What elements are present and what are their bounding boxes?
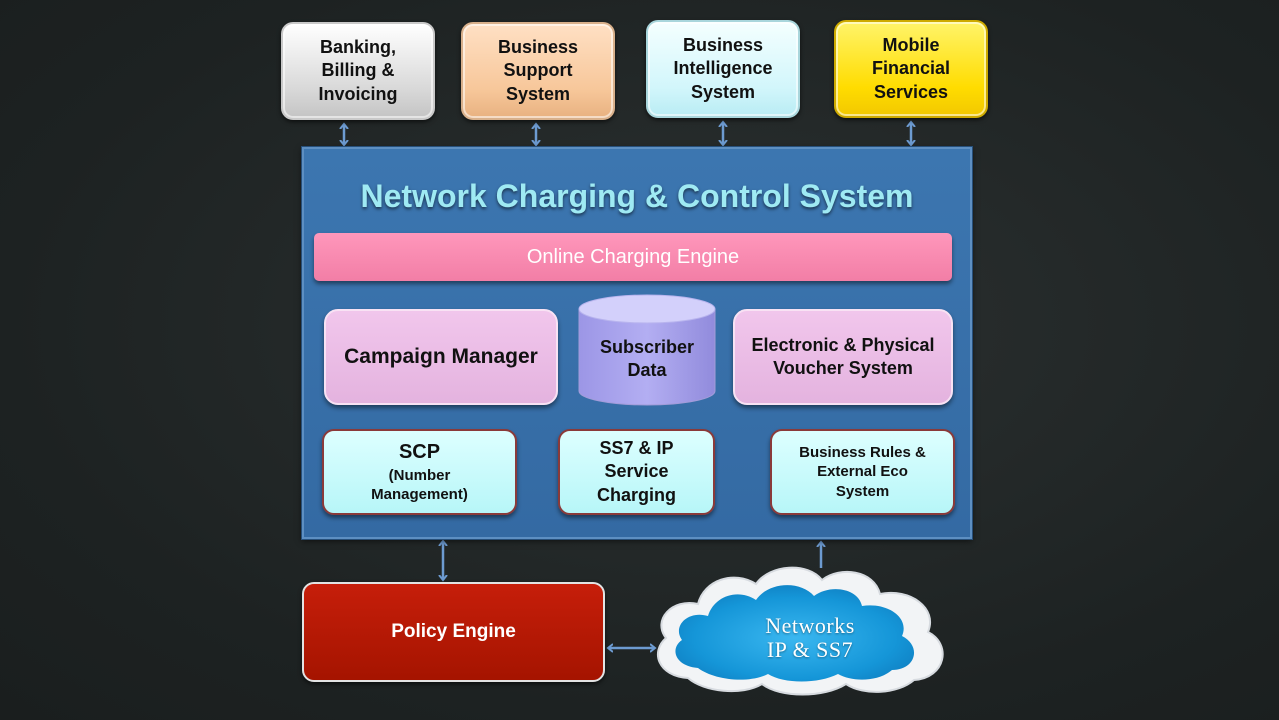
voucher-system-box: Electronic & Physical Voucher System: [733, 309, 953, 405]
ncc-system-title: Network Charging & Control System: [360, 178, 914, 214]
scp-subtitle: (Number Management): [371, 466, 468, 503]
subscriber-data-text-wrap: Subscriber Data: [576, 322, 718, 396]
mobile-financial-box: Mobile Financial Services: [834, 20, 988, 118]
voucher-system-label: Electronic & Physical Voucher System: [751, 334, 935, 378]
subscriber-data-label: Subscriber Data: [599, 336, 695, 380]
scp-title: SCP: [398, 441, 441, 464]
business-intelligence-label: Business Intelligence System: [673, 35, 773, 102]
policy-engine-label: Policy Engine: [391, 620, 516, 642]
networks-cloud-text: Networks IP & SS7: [690, 614, 930, 662]
business-rules-box: Business Rules & External Eco System: [770, 429, 955, 515]
networks-line1: Networks: [765, 613, 855, 638]
ss7-ip-charging-label: SS7 & IP Service Charging: [597, 438, 676, 505]
business-support-label: Business Support System: [497, 37, 579, 104]
online-charging-engine-bar: Online Charging Engine: [314, 233, 952, 281]
ss7-ip-charging-box: SS7 & IP Service Charging: [558, 429, 715, 515]
campaign-manager-box: Campaign Manager: [324, 309, 558, 405]
business-rules-label: Business Rules & External Eco System: [799, 444, 926, 500]
networks-cloud-icon: [656, 566, 944, 696]
banking-billing-label: Banking, Billing & Invoicing: [318, 37, 398, 104]
subscriber-data-cylinder: [578, 294, 716, 406]
networks-line2: IP & SS7: [766, 636, 854, 662]
business-intelligence-box: Business Intelligence System: [646, 20, 800, 118]
business-support-box: Business Support System: [461, 22, 615, 120]
online-charging-engine-label: Online Charging Engine: [526, 245, 740, 268]
campaign-manager-label: Campaign Manager: [344, 344, 538, 368]
scp-box: SCP (Number Management): [322, 429, 517, 515]
policy-engine-box: Policy Engine: [302, 582, 605, 682]
mobile-financial-label: Mobile Financial Services: [871, 35, 951, 102]
banking-billing-box: Banking, Billing & Invoicing: [281, 22, 435, 120]
